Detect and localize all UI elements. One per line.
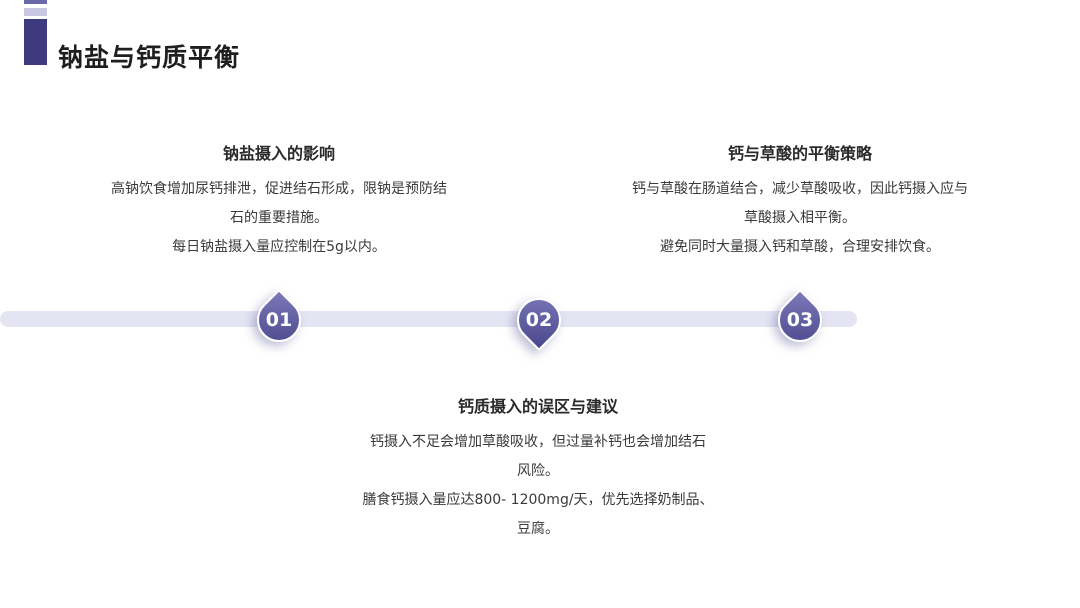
block-line: 石的重要措施。: [230, 210, 328, 226]
marker-number: 03: [786, 309, 814, 331]
block-line: 膳食钙摄入量应达800- 1200mg/天，优先选择奶制品、: [362, 492, 714, 508]
text-block-calcium: 钙质摄入的误区与建议 钙摄入不足会增加草酸吸收，但过量补钙也会增加结石 风险。 …: [338, 396, 738, 544]
text-block-sodium: 钠盐摄入的影响 高钠饮食增加尿钙排泄，促进结石形成，限钠是预防结 石的重要措施。…: [80, 143, 478, 262]
marker-number: 01: [265, 309, 293, 331]
timeline-marker-01: 01: [247, 288, 311, 352]
block-heading: 钙与草酸的平衡策略: [727, 144, 872, 163]
block-line: 避免同时大量摄入钙和草酸，合理安排饮食。: [660, 239, 940, 255]
block-line: 草酸摄入相平衡。: [744, 210, 856, 226]
block-heading: 钙质摄入的误区与建议: [457, 397, 618, 416]
block-line: 风险。: [517, 463, 559, 479]
text-block-oxalate: 钙与草酸的平衡策略 钙与草酸在肠道结合，减少草酸吸收，因此钙摄入应与 草酸摄入相…: [600, 143, 1000, 262]
title-accent-top: [24, 0, 47, 4]
block-line: 豆腐。: [517, 521, 559, 537]
block-heading: 钠盐摄入的影响: [222, 144, 335, 163]
block-line: 钙摄入不足会增加草酸吸收，但过量补钙也会增加结石: [370, 434, 706, 450]
timeline-marker-03: 03: [768, 288, 832, 352]
block-line: 高钠饮食增加尿钙排泄，促进结石形成，限钠是预防结: [111, 181, 447, 197]
timeline-track: [0, 311, 857, 327]
block-line: 钙与草酸在肠道结合，减少草酸吸收，因此钙摄入应与: [632, 181, 968, 197]
block-line: 每日钠盐摄入量应控制在5g以内。: [172, 239, 386, 255]
title-accent-bar: [24, 19, 47, 65]
timeline-marker-02: 02: [507, 288, 571, 352]
marker-number: 02: [525, 309, 553, 331]
page-title: 钠盐与钙质平衡: [58, 43, 241, 72]
title-accent-mid: [24, 8, 47, 16]
